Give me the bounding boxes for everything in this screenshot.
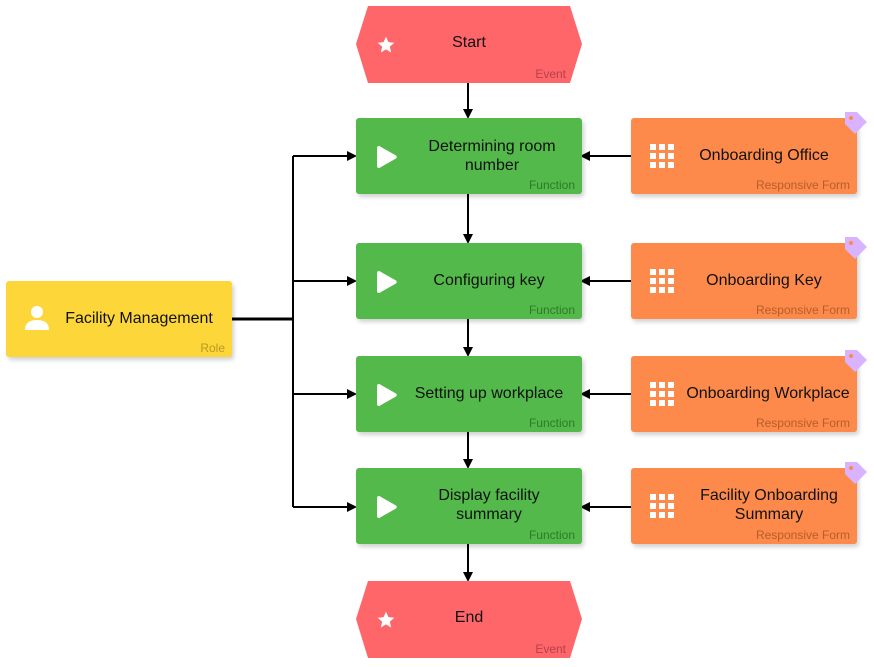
form-kind: Responsive Form xyxy=(755,416,850,430)
star-icon xyxy=(377,611,395,628)
role-kind: Role xyxy=(200,341,225,355)
form-label: Onboarding Workplace xyxy=(686,385,850,402)
function-configuring-key[interactable]: Configuring key Function xyxy=(356,243,582,319)
play-icon xyxy=(377,384,397,406)
play-icon xyxy=(377,496,397,518)
role-facility-management[interactable]: Facility Management Role xyxy=(6,281,232,357)
form-onboarding-key[interactable]: Onboarding Key Responsive Form xyxy=(631,237,867,319)
play-icon xyxy=(377,146,397,168)
form-kind: Responsive Form xyxy=(755,303,850,317)
form-label: Facility Onboarding Summary xyxy=(700,487,838,523)
end-event[interactable]: End Event xyxy=(356,581,582,658)
person-icon xyxy=(25,306,49,330)
form-facility-onboarding-summary[interactable]: Facility Onboarding Summary Responsive F… xyxy=(631,462,867,544)
grid-icon xyxy=(650,144,674,168)
form-kind: Responsive Form xyxy=(755,178,850,192)
function-setting-up-workplace[interactable]: Setting up workplace Function xyxy=(356,356,582,432)
form-label: Onboarding Key xyxy=(706,272,822,289)
function-display-facility-summary[interactable]: Display facility summary Function xyxy=(356,468,582,544)
end-event-label: End xyxy=(454,609,484,626)
function-kind: Function xyxy=(528,178,575,192)
tag-icon xyxy=(845,350,867,372)
function-kind: Function xyxy=(528,303,575,317)
function-label: Configuring key xyxy=(433,272,545,289)
start-event-label: Start xyxy=(452,34,486,51)
form-kind: Responsive Form xyxy=(755,528,850,542)
function-label: Determining room number xyxy=(428,138,556,174)
role-label: Facility Management xyxy=(65,310,213,327)
form-onboarding-office[interactable]: Onboarding Office Responsive Form xyxy=(631,112,867,194)
end-event-kind: Event xyxy=(535,642,566,656)
function-kind: Function xyxy=(528,528,575,542)
tag-icon xyxy=(845,112,867,134)
form-label: Onboarding Office xyxy=(699,147,829,164)
start-event[interactable]: Start Event xyxy=(356,6,582,83)
grid-icon xyxy=(650,494,674,518)
tag-icon xyxy=(845,237,867,259)
star-icon xyxy=(377,36,395,53)
function-determining-room-number[interactable]: Determining room number Function xyxy=(356,118,582,194)
grid-icon xyxy=(650,269,674,293)
tag-icon xyxy=(845,462,867,484)
function-label: Setting up workplace xyxy=(414,385,564,402)
play-icon xyxy=(377,271,397,293)
start-event-kind: Event xyxy=(535,67,566,81)
form-onboarding-workplace[interactable]: Onboarding Workplace Responsive Form xyxy=(631,350,867,432)
function-kind: Function xyxy=(528,416,575,430)
grid-icon xyxy=(650,382,674,406)
function-label: Display facility summary xyxy=(438,487,540,523)
